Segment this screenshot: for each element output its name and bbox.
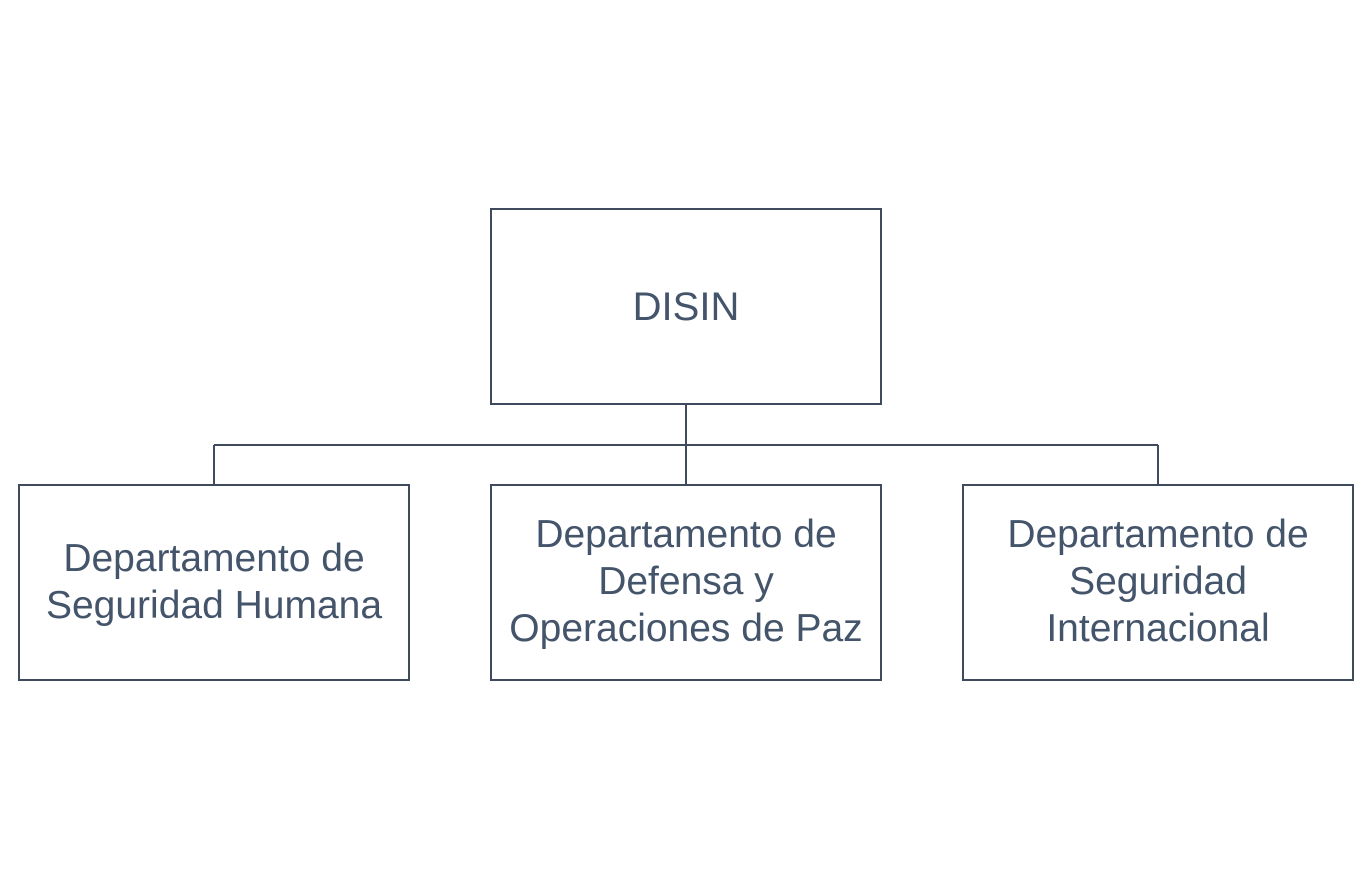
node-disin: DISIN <box>490 208 882 405</box>
node-disin-label: DISIN <box>632 284 740 329</box>
node-defensa-operaciones-paz: Departamento de Defensa y Operaciones de… <box>490 484 882 681</box>
node-seguridad-internacional: Departamento de Seguridad Internacional <box>962 484 1354 681</box>
node-seguridad-humana-label: Departamento de Seguridad Humana <box>45 536 383 627</box>
node-defensa-operaciones-paz-label: Departamento de Defensa y Operaciones de… <box>509 513 863 650</box>
node-seguridad-humana: Departamento de Seguridad Humana <box>18 484 410 681</box>
node-seguridad-internacional-label: Departamento de Seguridad Internacional <box>1007 513 1309 650</box>
